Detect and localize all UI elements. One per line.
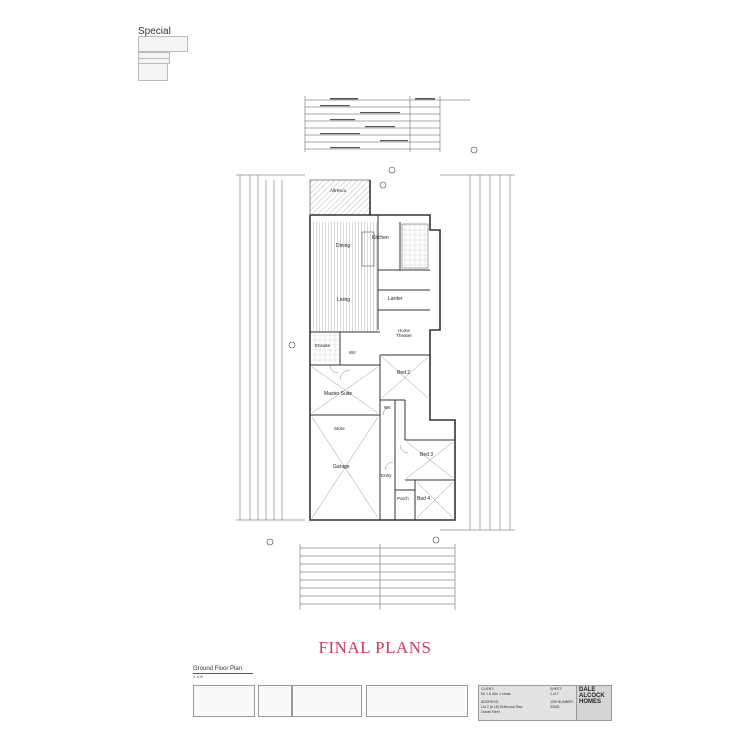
- title-block-revisions: [366, 685, 468, 717]
- plan-title-underline: [193, 673, 253, 674]
- room-label-bed-4: Bed 4: [417, 496, 431, 502]
- title-block-logo-box: [576, 685, 612, 721]
- sheet-value: 1 of 7: [550, 692, 559, 696]
- room-label-bed-3: Bed 3: [420, 452, 434, 458]
- title-block-legend: [258, 685, 292, 717]
- room-label-bed-2: Bed 2: [397, 370, 411, 376]
- interior-walls: [310, 215, 455, 520]
- final-plans-stamp: FINAL PLANS: [318, 638, 432, 657]
- room-label-wc: Wc: [384, 405, 391, 410]
- room-label-ensuite: Ensuite: [315, 343, 331, 348]
- client-value: Mr J & Mrs J Lewis: [481, 692, 511, 696]
- client-label: CLIENT:: [481, 687, 495, 691]
- top-dimension-ticks: [320, 98, 435, 149]
- sheet-label: SHEET:: [550, 687, 563, 691]
- job-label: JOB NUMBER:: [550, 700, 574, 704]
- address-suburb: Ocean Reef: [481, 710, 500, 714]
- job-value: 33051: [550, 705, 560, 709]
- room-label-kitchen: Kitchen: [372, 235, 389, 241]
- room-label-entry: Entry: [381, 473, 392, 478]
- house-walls: [309, 180, 456, 521]
- room-label-dining: Dining: [336, 243, 351, 249]
- brand-line-2: ALCOCK: [579, 693, 605, 699]
- plan-scale: 1:100: [193, 674, 204, 679]
- room-label-store: Store: [334, 426, 345, 431]
- address-label: ADDRESS:: [481, 700, 499, 704]
- special-title: Special: [138, 26, 171, 37]
- room-label-living: Living: [337, 297, 351, 303]
- room-label-larder: Larder: [388, 296, 403, 302]
- brand-line-1: DALE: [579, 687, 596, 693]
- plan-title: Ground Floor Plan: [193, 666, 243, 672]
- title-block-client: [478, 685, 578, 721]
- special-note-4: [138, 63, 168, 81]
- left-dimensions: [236, 174, 305, 521]
- brand-logo: DALE ALCOCK HOMES: [579, 687, 605, 705]
- top-dimensions: [304, 96, 470, 152]
- address-value: Lot 2 (# 18) Driftwood Rise: [481, 705, 523, 709]
- room-label-porch: Porch: [397, 496, 409, 501]
- room-label-alfresco: Alfresco: [330, 188, 347, 193]
- brand-line-3: HOMES: [579, 699, 602, 705]
- room-label-home-theatre: Home Theatre: [396, 328, 412, 338]
- room-label-garage: Garage: [333, 464, 350, 470]
- right-dimensions: [440, 174, 515, 531]
- special-note-1: [138, 36, 188, 52]
- title-block-area-table: [193, 685, 255, 717]
- bottom-dimensions: [299, 544, 456, 610]
- title-block-notes: [292, 685, 362, 717]
- room-label-wir: WIr: [349, 350, 356, 355]
- room-label-master-suite: Master Suite: [324, 391, 353, 397]
